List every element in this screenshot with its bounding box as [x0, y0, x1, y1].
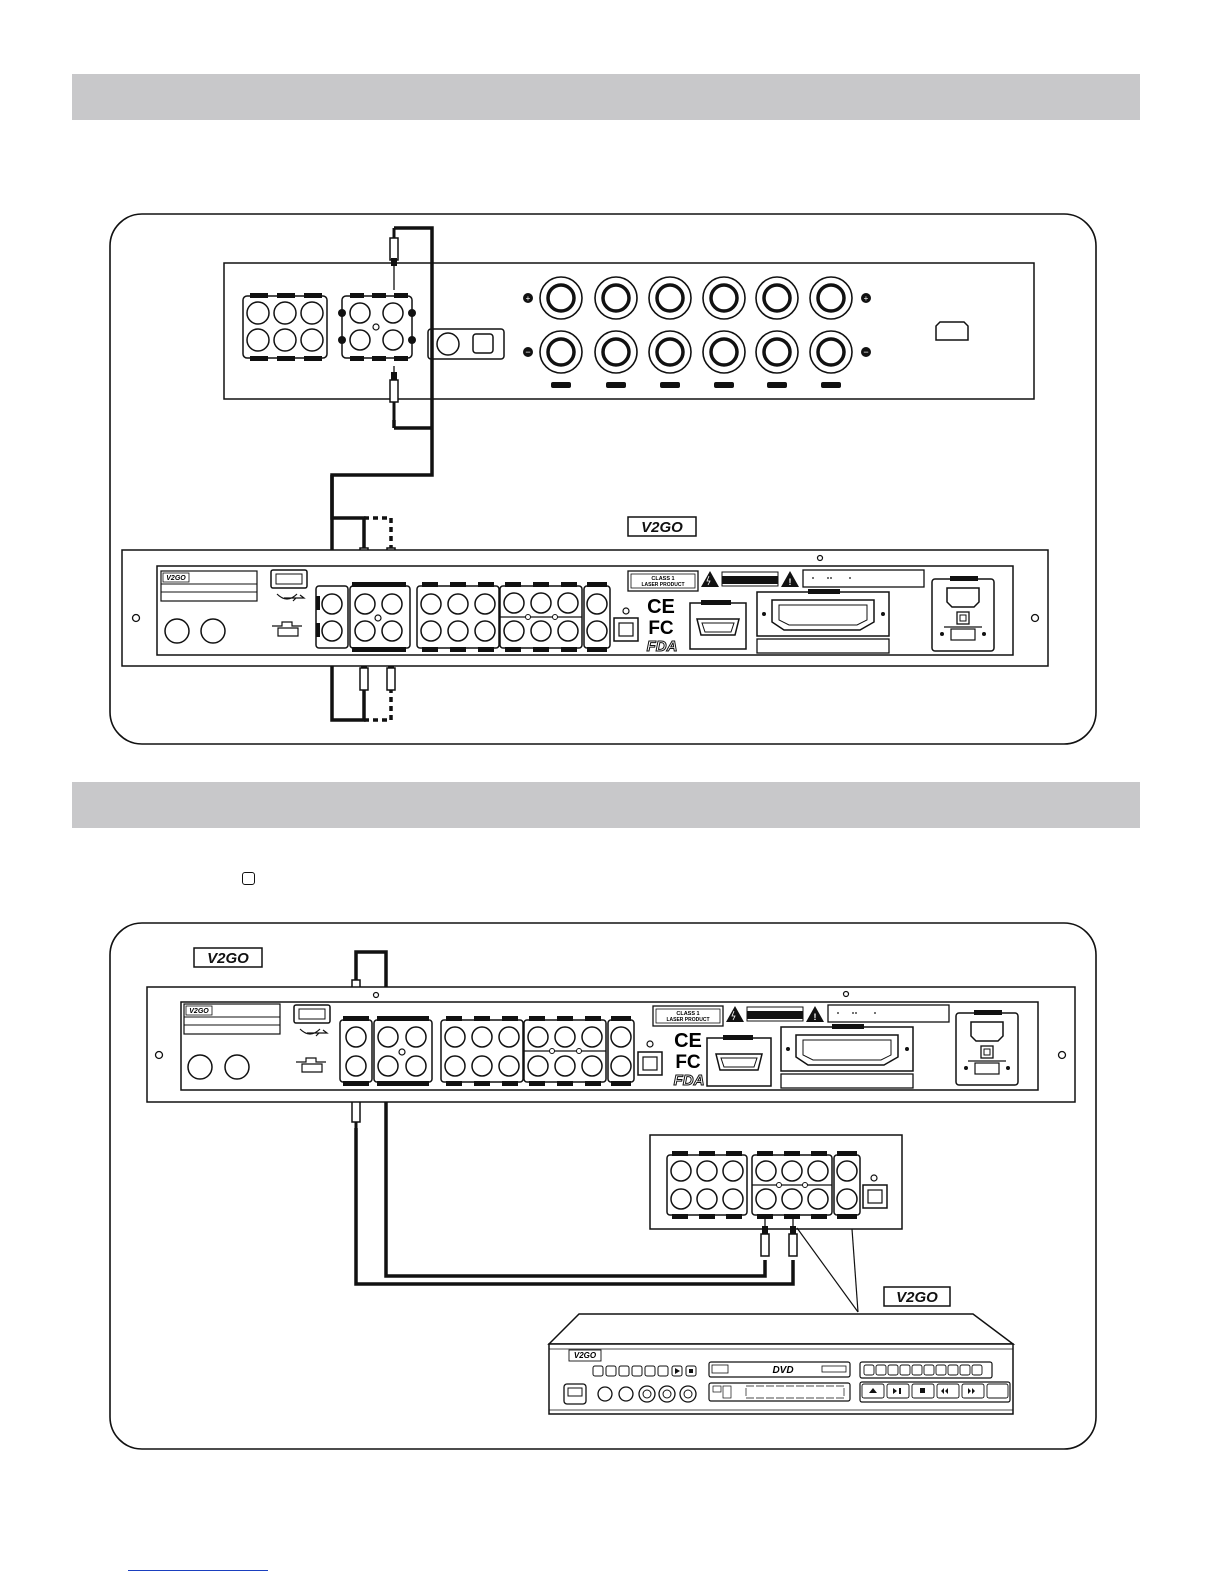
svg-text:V2GO: V2GO: [166, 575, 186, 582]
scart-port: [781, 1024, 913, 1088]
zoom-inset-panel: [650, 1135, 902, 1229]
dvd-jack-group-a: [316, 586, 348, 648]
rca-plug-amp-bottom: [390, 366, 398, 420]
dvd-jack-group-b: [350, 582, 410, 652]
dvd2-jack-group-b: [374, 1016, 432, 1086]
amp-jack-block-left: [243, 293, 327, 361]
dvd-player-front-panel: V2GO DVD: [549, 1314, 1013, 1414]
svg-text:V2GO: V2GO: [189, 1008, 209, 1015]
audio-cable-2: [332, 428, 432, 548]
dvd-jack-group-d: [500, 582, 582, 652]
connection-diagram-1: + − + −: [0, 0, 1225, 760]
class1-label: CLASS 1 LASER PRODUCT: [628, 571, 698, 591]
svg-text:!: !: [789, 577, 792, 587]
svg-text:V2GO: V2GO: [641, 519, 683, 536]
svg-text:FC: FC: [675, 1052, 701, 1073]
warning-label-bar: [722, 576, 778, 584]
amplifier-rear-panel: + − + −: [224, 263, 1034, 399]
svg-text:−: −: [863, 347, 868, 357]
optical-output: [638, 1052, 662, 1075]
zoom-line-2: [852, 1229, 858, 1312]
svg-text:−: −: [525, 347, 530, 357]
svg-text:CE: CE: [674, 1030, 702, 1052]
dvd-player-rear-panel-2: V2GO: [147, 987, 1075, 1102]
optical-output: [614, 618, 638, 641]
warning-label-bar: [747, 1011, 803, 1019]
dvd-jack-group-e: [584, 582, 610, 652]
svg-text:+: +: [526, 294, 531, 303]
scart-port: [757, 589, 889, 653]
svg-text:DVD: DVD: [772, 1365, 793, 1376]
power-inlet: [932, 576, 994, 651]
zoom-line-1: [797, 1228, 858, 1312]
dvd-player-rear-panel-1: V2GO: [122, 550, 1048, 666]
class1-label: CLASS 1 LASER PRODUCT: [653, 1006, 723, 1026]
power-inlet: [956, 1010, 1018, 1085]
dvd-jack-group-c: [417, 582, 499, 652]
note-symbol-icon: [242, 872, 255, 885]
svg-text:!: !: [814, 1012, 817, 1022]
amp-power-socket: [936, 322, 968, 340]
vga-port: [690, 600, 746, 649]
brand-logo-2: V2GO: [194, 948, 262, 967]
dvd2-jack-group-d: [524, 1016, 606, 1086]
svg-text:FDA: FDA: [674, 1072, 705, 1089]
dvd2-jack-group-e: [608, 1016, 634, 1086]
svg-text:+: +: [864, 294, 869, 303]
svg-text:V2GO: V2GO: [207, 950, 249, 967]
rating-label: [828, 1005, 949, 1022]
amp-small-connector: [428, 329, 504, 359]
section-header-band-2: [72, 782, 1140, 828]
svg-text:FC: FC: [648, 618, 674, 639]
connection-diagram-2: V2GO V2GO: [0, 900, 1225, 1460]
dvd2-jack-group-c: [441, 1016, 523, 1086]
svg-text:FDA: FDA: [647, 638, 678, 655]
amp-jack-block-middle: [338, 293, 416, 361]
footer-link-underline: [128, 1570, 268, 1571]
svg-text:LASER PRODUCT: LASER PRODUCT: [641, 582, 684, 588]
svg-text:V2GO: V2GO: [896, 1289, 938, 1306]
svg-text:CE: CE: [647, 596, 675, 618]
svg-text:V2GO: V2GO: [574, 1351, 597, 1360]
inset-jack-group-b: [752, 1151, 832, 1219]
inset-jack-group-a: [667, 1151, 747, 1219]
rating-label: [803, 570, 924, 587]
brand-logo-3: V2GO: [884, 1287, 950, 1306]
inset-jack-group-c: [834, 1151, 860, 1219]
svg-text:LASER PRODUCT: LASER PRODUCT: [666, 1017, 709, 1023]
brand-logo-1: V2GO: [628, 517, 696, 536]
vga-port: [707, 1035, 771, 1086]
dvd2-jack-group-a: [340, 1016, 372, 1086]
